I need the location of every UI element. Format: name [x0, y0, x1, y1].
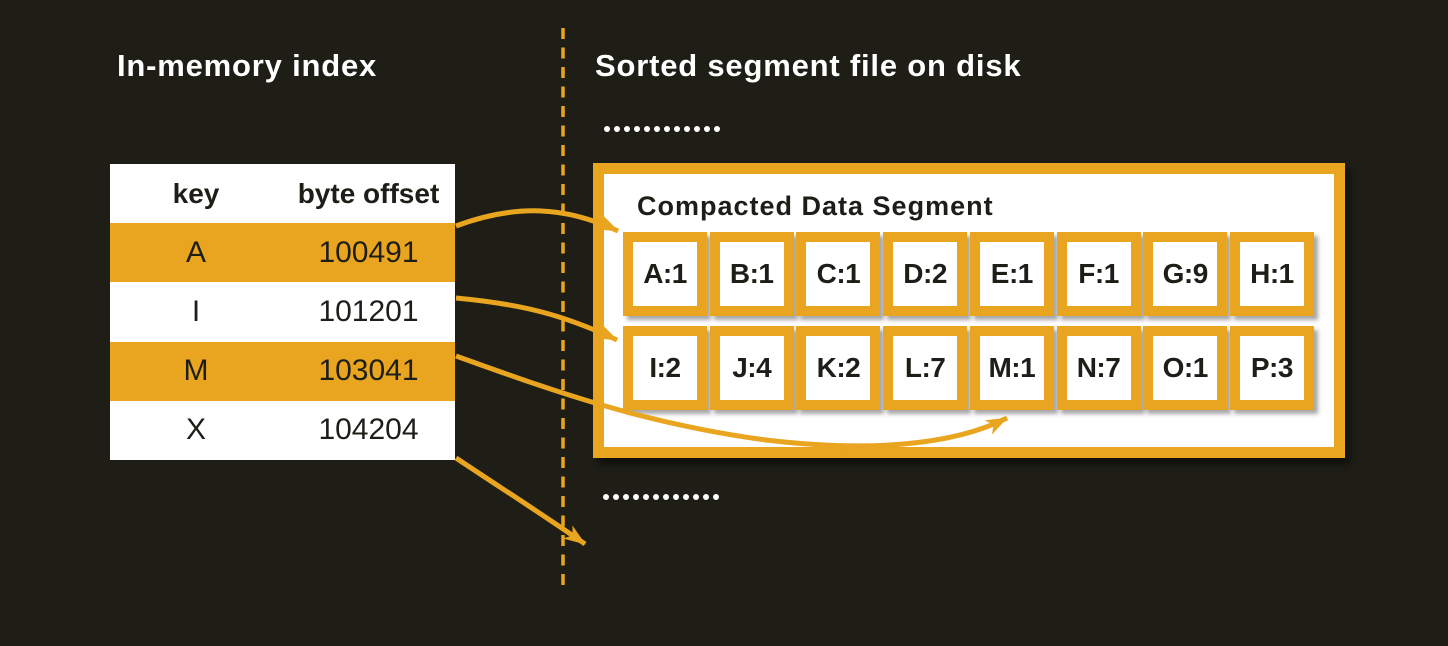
- dot: [654, 126, 660, 132]
- compacted-data-segment-box: Compacted Data Segment A:1 B:1 C:1 D:2 E…: [593, 163, 1345, 458]
- offset-cell: 100491: [318, 235, 419, 269]
- segment-cell: K:2: [796, 326, 881, 410]
- dot: [614, 126, 620, 132]
- segment-cell: E:1: [969, 232, 1054, 316]
- offset-cell: 103041: [318, 354, 419, 388]
- ellipsis-bottom: [603, 494, 719, 500]
- dot: [683, 494, 689, 500]
- segment-cell: D:2: [883, 232, 968, 316]
- segment-cell: P:3: [1229, 326, 1314, 410]
- in-memory-index-table: key byte offset A 100491 I 101201 M 1030…: [110, 164, 455, 460]
- dot: [643, 494, 649, 500]
- segment-row-2: I:2 J:4 K:2 L:7 M:1 N:7 O:1 P:3: [623, 326, 1314, 410]
- ellipsis-top: [604, 126, 720, 132]
- segment-cell: G:9: [1143, 232, 1228, 316]
- segment-cell: B:1: [709, 232, 794, 316]
- key-cell: I: [191, 294, 201, 328]
- offset-cell: 104204: [318, 413, 419, 447]
- key-cell: A: [185, 235, 206, 269]
- segment-cell: C:1: [796, 232, 881, 316]
- segment-title: Compacted Data Segment: [637, 191, 994, 221]
- key-cell: M: [183, 354, 209, 388]
- segment-row-1: A:1 B:1 C:1 D:2 E:1 F:1 G:9 H:1: [623, 232, 1314, 316]
- dot: [663, 494, 669, 500]
- arrow-x-off-segment: [454, 455, 587, 547]
- dot: [633, 494, 639, 500]
- dot: [624, 126, 630, 132]
- dot: [684, 126, 690, 132]
- dot: [634, 126, 640, 132]
- dot: [704, 126, 710, 132]
- dot: [713, 494, 719, 500]
- in-memory-index-title: In-memory index: [117, 48, 378, 83]
- segment-cell: O:1: [1143, 326, 1228, 410]
- dot: [603, 494, 609, 500]
- table-row-x: X 104204: [110, 401, 455, 460]
- dot: [673, 494, 679, 500]
- dot: [623, 494, 629, 500]
- segment-cell: M:1: [969, 326, 1054, 410]
- byte-offset-column-header: byte offset: [297, 177, 440, 209]
- key-column-header: key: [172, 177, 220, 209]
- sorted-segment-file-title: Sorted segment file on disk: [595, 48, 1022, 83]
- segment-cell: I:2: [623, 326, 707, 410]
- dot: [604, 126, 610, 132]
- table-row-i: I 101201: [110, 282, 455, 341]
- segment-cell: N:7: [1056, 326, 1141, 410]
- key-cell: X: [185, 413, 206, 447]
- segment-cell: J:4: [709, 326, 794, 410]
- dot: [613, 494, 619, 500]
- segment-cell: F:1: [1056, 232, 1141, 316]
- table-row-m: M 103041: [110, 341, 455, 401]
- segment-cell: L:7: [883, 326, 968, 410]
- index-table-header: key byte offset: [110, 164, 455, 223]
- dot: [644, 126, 650, 132]
- dot: [703, 494, 709, 500]
- dot: [693, 494, 699, 500]
- table-row-a: A 100491: [110, 223, 455, 283]
- dot: [714, 126, 720, 132]
- dot: [674, 126, 680, 132]
- dot: [694, 126, 700, 132]
- segment-cell: A:1: [623, 232, 707, 316]
- dot: [664, 126, 670, 132]
- segment-cell: H:1: [1229, 232, 1314, 316]
- offset-cell: 101201: [318, 294, 419, 328]
- dot: [653, 494, 659, 500]
